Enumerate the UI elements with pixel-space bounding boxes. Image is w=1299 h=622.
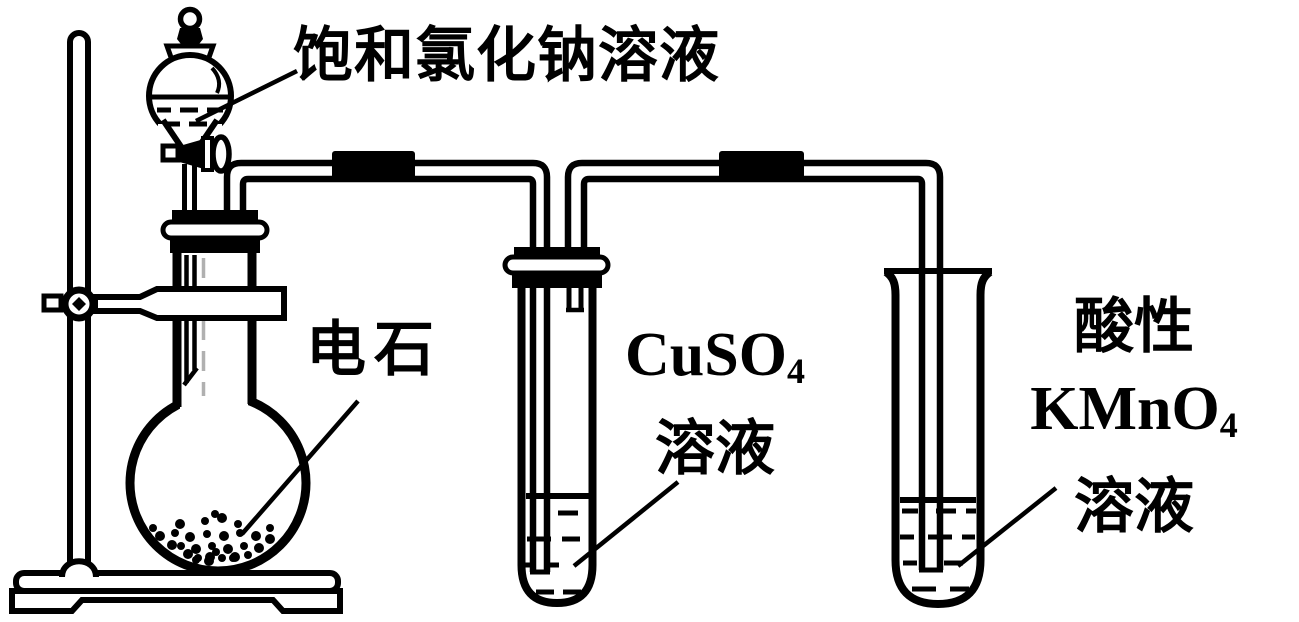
bulb-highlight xyxy=(210,66,222,94)
funnel-stem-in-neck xyxy=(182,255,206,396)
calcium-carbide-pellets xyxy=(149,510,275,566)
stopcock xyxy=(160,134,232,174)
cuso4-solution-label: CuSO4 溶液 xyxy=(615,316,815,488)
rubber-connector-1 xyxy=(332,151,415,182)
stand-clamp xyxy=(41,286,287,322)
cuso4-subscript: 4 xyxy=(786,350,805,391)
kmno4-solution-label: 酸性 KMnO4 溶液 xyxy=(1028,286,1240,548)
cuso4-solution-word: 溶液 xyxy=(655,416,775,482)
stopper-ring xyxy=(177,6,203,32)
rod-foot-collar xyxy=(59,558,99,578)
stand-base-lower xyxy=(9,588,343,614)
round-bottom-flask xyxy=(125,253,311,576)
calcium-carbide-label: 电石 xyxy=(306,317,442,383)
leader-carbide xyxy=(240,399,360,536)
nacl-solution-label: 饱和氯化钠溶液 xyxy=(293,23,720,89)
test-tube-1 xyxy=(517,285,597,608)
rubber-connector-2 xyxy=(719,151,804,182)
kmno4-solution-word: 溶液 xyxy=(1074,474,1194,540)
clamp-arm xyxy=(92,286,287,321)
flask-bulb xyxy=(125,390,311,576)
kmno4-acidic-word: 酸性 xyxy=(1074,294,1194,360)
clamp-left-tab xyxy=(41,293,64,313)
cuso4-formula: CuSO xyxy=(625,321,787,389)
leader-cuso4 xyxy=(572,480,680,568)
glass-stopper xyxy=(177,28,203,48)
kmno4-subscript: 4 xyxy=(1219,404,1238,445)
leader-nacl xyxy=(195,68,298,124)
tube1-stopper xyxy=(502,247,611,288)
flask-stopper xyxy=(160,210,270,253)
stand-base-top xyxy=(13,570,341,594)
clamp-knob-center xyxy=(72,297,86,311)
leader-kmno4 xyxy=(956,486,1058,568)
stopcock-handle xyxy=(210,134,232,174)
cuso4-solution xyxy=(523,493,589,595)
leader-lines xyxy=(195,68,1058,568)
kmno4-formula: KMnO xyxy=(1030,375,1220,443)
